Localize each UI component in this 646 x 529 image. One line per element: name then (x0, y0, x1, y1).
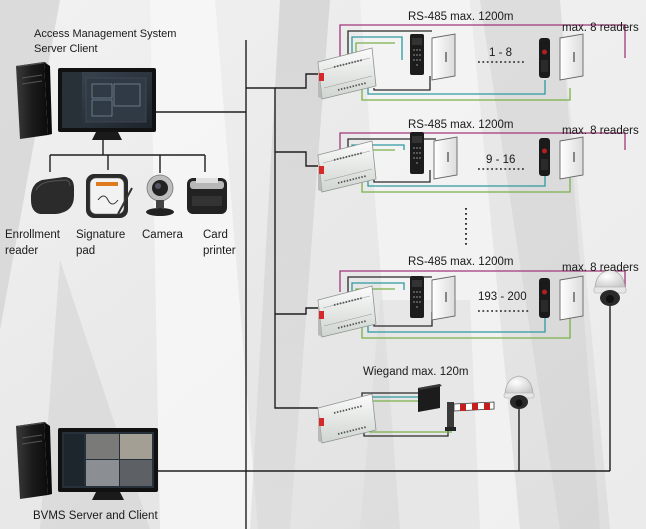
dome-camera-2 (503, 375, 535, 409)
door-3a (431, 275, 456, 321)
reader-slim-1 (539, 38, 550, 78)
controller-4 (317, 393, 377, 444)
door-2b (559, 136, 584, 180)
bus-group-1-wiring (339, 24, 626, 101)
signature-pad-device (86, 174, 133, 218)
bus-3-label: RS-485 max. 1200m (408, 256, 514, 268)
reader-keypad-2 (410, 132, 424, 174)
controller-2 (317, 140, 377, 193)
controller-1 (317, 47, 377, 100)
bvms-label: BVMS Server and Client (33, 510, 158, 522)
enrollment-reader-label-1: Enrollment (5, 229, 60, 241)
bus-1-range: 1 - 8 (489, 47, 513, 59)
bus-2-range: 9 - 16 (486, 154, 516, 166)
bus-3-range: 193 - 200 (478, 291, 527, 303)
card-printer-label-2: printer (203, 245, 236, 257)
controller-3 (317, 285, 377, 338)
signature-pad-label-1: Signature (76, 229, 126, 241)
bus-2-readers-label: max. 8 readers (562, 125, 639, 137)
monitor-2 (58, 428, 158, 500)
barrier-gate (445, 401, 495, 431)
reader-slim-2 (539, 138, 550, 176)
card-printer-device (187, 178, 227, 214)
door-3b (559, 275, 584, 321)
network-wiring (49, 40, 611, 529)
webcam-device (146, 174, 174, 216)
card-printer-label-1: Card (203, 229, 228, 241)
dome-camera-1 (593, 269, 627, 306)
server-title-line2: Server Client (34, 43, 98, 55)
signature-pad-label-2: pad (76, 245, 96, 257)
server-tower-1 (16, 62, 52, 139)
wiegand-label: Wiegand max. 120m (363, 366, 469, 378)
door-1b (559, 33, 584, 81)
camera-label: Camera (142, 229, 183, 241)
bus-2-label: RS-485 max. 1200m (408, 119, 514, 131)
enrollment-reader-label-2: reader (5, 245, 39, 257)
monitor-1 (58, 68, 156, 140)
server-title-line1: Access Management System (34, 28, 177, 40)
bus-1-label: RS-485 max. 1200m (408, 11, 514, 23)
bus-group-3-wiring (339, 270, 626, 339)
reader-keypad-3 (410, 276, 424, 318)
wiegand-reader (418, 384, 442, 412)
reader-slim-3 (539, 278, 550, 318)
door-2a (433, 136, 458, 180)
enrollment-reader-device (30, 177, 74, 214)
bus-3-readers-label: max. 8 readers (562, 262, 639, 274)
bus-1-readers-label: max. 8 readers (562, 22, 639, 34)
bus-group-2-wiring (339, 132, 626, 193)
reader-keypad-1 (410, 34, 424, 75)
door-1a (431, 33, 456, 81)
server-tower-2 (16, 422, 52, 499)
